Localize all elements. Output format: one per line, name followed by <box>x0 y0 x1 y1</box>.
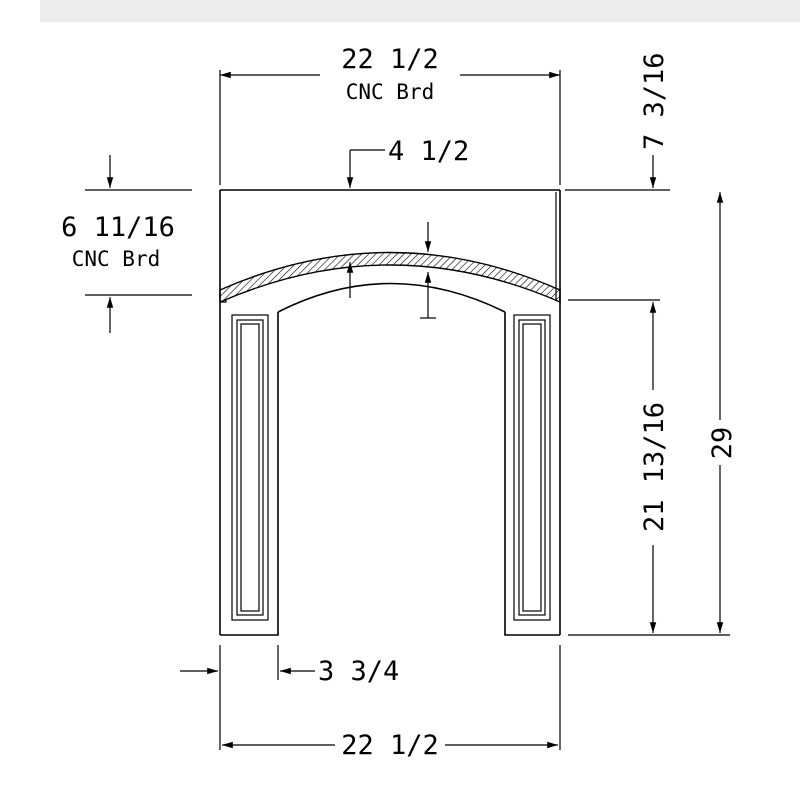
left-leg-cap <box>220 300 227 303</box>
left-leg-panel <box>231 314 269 621</box>
top-width-note: CNC Brd <box>346 80 435 104</box>
leg-width-dimension: 3 3/4 <box>180 645 399 750</box>
toolbar-strip <box>40 0 800 22</box>
arch-outline <box>219 189 561 636</box>
right-leg-inner-edge <box>504 312 560 636</box>
arch-thickness-dimension <box>346 222 436 319</box>
header-height-dimension: 6 11/16 CNC Brd <box>61 155 192 333</box>
bottom-width-dimension: 22 1/2 <box>222 645 561 761</box>
left-leg-inner-edge <box>220 312 279 636</box>
bottom-width-value: 22 1/2 <box>341 730 439 761</box>
top-width-value: 22 1/2 <box>341 44 439 75</box>
top-width-dimension: 22 1/2 CNC Brd <box>219 44 561 185</box>
leg-height-value: 21 13/16 <box>639 402 670 532</box>
right-top-gap-dimension: 7 3/16 <box>565 52 670 191</box>
arch-hatch-band <box>219 251 561 304</box>
leg-height-dimension: 21 13/16 <box>568 299 730 636</box>
leg-width-value: 3 3/4 <box>318 656 399 687</box>
right-leg-panel <box>513 314 551 621</box>
header-offset-dimension: 4 1/2 <box>346 136 469 188</box>
header-height-note: CNC Brd <box>72 247 161 271</box>
right-top-gap-value: 7 3/16 <box>639 52 670 150</box>
overall-height-value: 29 <box>707 427 738 460</box>
header-offset-value: 4 1/2 <box>388 136 469 167</box>
inner-arch-curve <box>277 282 506 313</box>
header-height-value: 6 11/16 <box>61 212 175 243</box>
overall-height-dimension: 29 <box>707 192 738 633</box>
